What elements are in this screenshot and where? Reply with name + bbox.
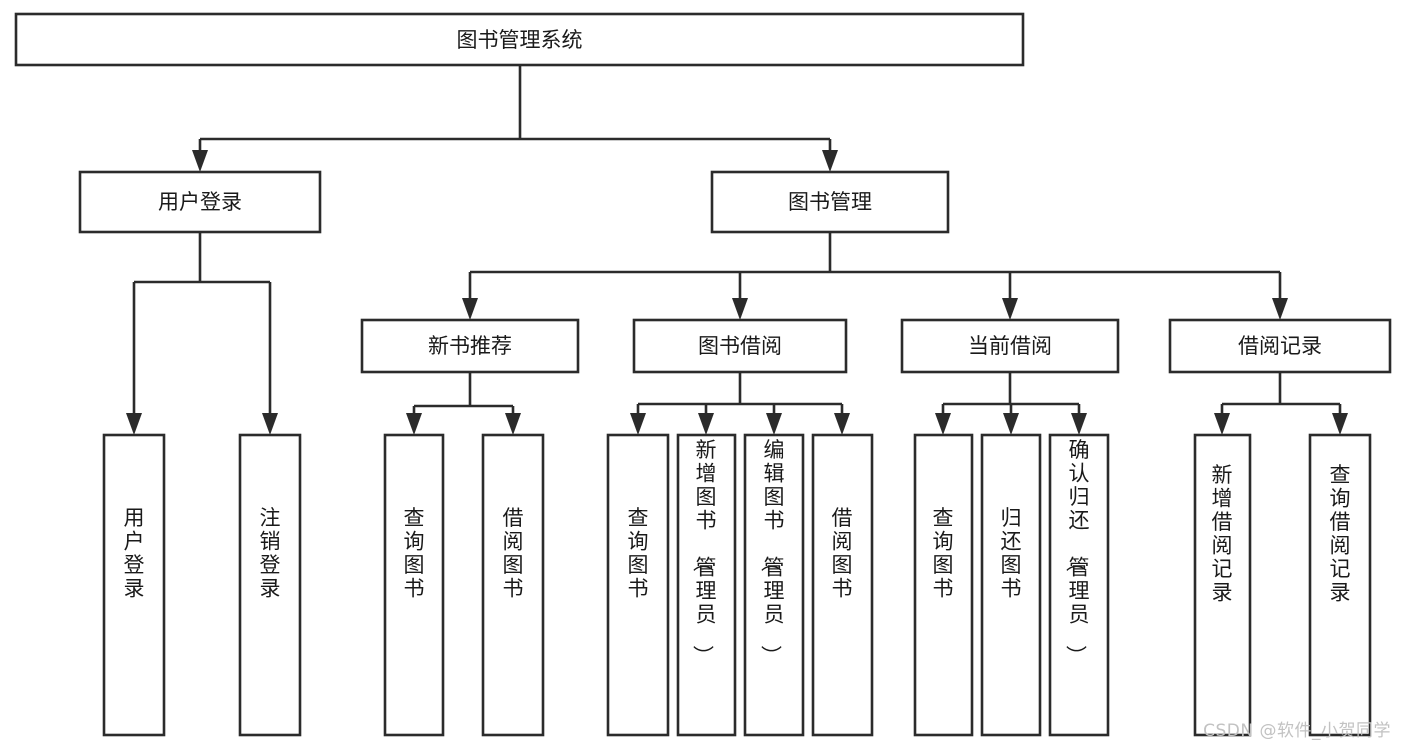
node-leaf-confirm-return-admin-label: 确认归还（管理员） bbox=[1064, 438, 1090, 666]
node-leaf-user-login-box[interactable] bbox=[102, 433, 166, 737]
node-leaf-return-book-label: 归还图书 bbox=[1001, 506, 1022, 601]
node-leaf-confirm-return-admin[interactable]: 确认归还（管理员） bbox=[1048, 433, 1110, 737]
node-leaf-borrow-book-borrow-label: 借阅图书 bbox=[832, 506, 853, 601]
edge-root-bus bbox=[198, 65, 832, 155]
arrow-to-leaf-confirm-return bbox=[1071, 413, 1087, 435]
node-current-borrow-label: 当前借阅 bbox=[968, 334, 1052, 358]
node-borrow-record-box[interactable] bbox=[1168, 318, 1392, 374]
node-new-book-recommend-label: 新书推荐 bbox=[428, 334, 512, 358]
node-leaf-user-login-label: 用户登录 bbox=[124, 506, 145, 601]
node-leaf-query-book-current-label: 查询图书 bbox=[933, 506, 954, 601]
node-leaf-query-book-current[interactable]: 查询图书 bbox=[913, 433, 974, 737]
arrow-to-leaf-borrow-book-2 bbox=[834, 413, 850, 435]
node-borrow-record[interactable]: 借阅记录 bbox=[1168, 318, 1392, 374]
node-leaf-edit-book-admin-label: 编辑图书（管理员） bbox=[759, 438, 785, 666]
arrow-to-leaf-query-book-3 bbox=[935, 413, 951, 435]
node-leaf-edit-book-admin[interactable]: 编辑图书（管理员） bbox=[743, 433, 805, 737]
node-book-borrow-box[interactable] bbox=[632, 318, 848, 374]
arrow-to-leaf-query-book-2 bbox=[630, 413, 646, 435]
node-user-login-box[interactable] bbox=[78, 170, 322, 234]
node-leaf-borrow-book-rec-box[interactable] bbox=[481, 433, 545, 737]
node-current-borrow[interactable]: 当前借阅 bbox=[900, 318, 1120, 374]
edge-current-borrow-bus bbox=[941, 372, 1081, 418]
node-leaf-add-book-admin[interactable]: 新增图书（管理员） bbox=[676, 433, 737, 737]
arrow-to-book-borrow bbox=[732, 298, 748, 320]
arrow-to-leaf-user-login bbox=[126, 413, 142, 435]
node-leaf-query-book-borrow-label: 查询图书 bbox=[628, 506, 649, 601]
arrow-to-current-borrow bbox=[1002, 298, 1018, 320]
node-leaf-logout-box[interactable] bbox=[238, 433, 302, 737]
arrow-to-leaf-add-book bbox=[698, 413, 714, 435]
node-leaf-query-borrow-record[interactable]: 查询借阅记录 bbox=[1308, 433, 1372, 737]
node-leaf-edit-book-admin-box[interactable] bbox=[743, 433, 805, 737]
node-leaf-borrow-book-rec[interactable]: 借阅图书 bbox=[481, 433, 545, 737]
node-leaf-borrow-book-borrow[interactable]: 借阅图书 bbox=[811, 433, 874, 737]
arrow-to-new-book-rec bbox=[462, 298, 478, 320]
node-leaf-query-borrow-record-label: 查询借阅记录 bbox=[1330, 463, 1351, 605]
node-new-book-recommend-box[interactable] bbox=[360, 318, 580, 374]
node-user-login[interactable]: 用户登录 bbox=[78, 170, 322, 234]
arrow-to-leaf-return-book bbox=[1003, 413, 1019, 435]
node-new-book-recommend[interactable]: 新书推荐 bbox=[360, 318, 580, 374]
arrow-to-leaf-query-book-1 bbox=[406, 413, 422, 435]
node-leaf-return-book-box[interactable] bbox=[980, 433, 1042, 737]
node-leaf-borrow-book-borrow-box[interactable] bbox=[811, 433, 874, 737]
edge-user-login-bus bbox=[132, 232, 272, 418]
node-leaf-logout[interactable]: 注销登录 bbox=[238, 433, 302, 737]
edge-borrow-record-bus bbox=[1220, 372, 1342, 418]
node-leaf-add-book-admin-label: 新增图书（管理员） bbox=[691, 438, 717, 666]
node-leaf-user-login[interactable]: 用户登录 bbox=[102, 433, 166, 737]
node-leaf-query-book-borrow[interactable]: 查询图书 bbox=[606, 433, 670, 737]
arrow-to-borrow-record bbox=[1272, 298, 1288, 320]
node-leaf-logout-label: 注销登录 bbox=[260, 506, 281, 601]
arrow-to-leaf-borrow-book-1 bbox=[505, 413, 521, 435]
csdn-watermark: CSDN @软件_小贺同学 bbox=[1203, 721, 1391, 741]
arrow-to-leaf-add-record bbox=[1214, 413, 1230, 435]
arrow-to-leaf-query-record bbox=[1332, 413, 1348, 435]
node-leaf-return-book[interactable]: 归还图书 bbox=[980, 433, 1042, 737]
node-leaf-query-book-rec-box[interactable] bbox=[383, 433, 445, 737]
node-user-login-label: 用户登录 bbox=[158, 190, 242, 214]
node-book-borrow[interactable]: 图书借阅 bbox=[632, 318, 848, 374]
arrow-to-leaf-logout bbox=[262, 413, 278, 435]
node-root-system[interactable]: 图书管理系统 bbox=[14, 12, 1025, 67]
node-leaf-borrow-book-rec-label: 借阅图书 bbox=[503, 506, 524, 601]
node-book-manage-box[interactable] bbox=[710, 170, 950, 234]
arrow-to-book-manage bbox=[822, 150, 838, 172]
node-borrow-record-label: 借阅记录 bbox=[1238, 334, 1322, 358]
node-leaf-add-borrow-record[interactable]: 新增借阅记录 bbox=[1193, 433, 1252, 737]
node-current-borrow-box[interactable] bbox=[900, 318, 1120, 374]
node-leaf-query-book-current-box[interactable] bbox=[913, 433, 974, 737]
node-root-system-label: 图书管理系统 bbox=[457, 28, 583, 52]
node-book-manage-label: 图书管理 bbox=[788, 190, 872, 214]
node-root-system-box[interactable] bbox=[14, 12, 1025, 67]
node-leaf-add-book-admin-box[interactable] bbox=[676, 433, 737, 737]
node-book-manage[interactable]: 图书管理 bbox=[710, 170, 950, 234]
node-leaf-add-borrow-record-box[interactable] bbox=[1193, 433, 1252, 737]
arrow-to-leaf-edit-book bbox=[766, 413, 782, 435]
node-leaf-query-book-borrow-box[interactable] bbox=[606, 433, 670, 737]
node-book-borrow-label: 图书借阅 bbox=[698, 334, 782, 358]
node-leaf-confirm-return-admin-box[interactable] bbox=[1048, 433, 1110, 737]
edge-book-borrow-bus bbox=[636, 372, 844, 418]
node-leaf-add-borrow-record-label: 新增借阅记录 bbox=[1212, 463, 1233, 605]
connector-layer bbox=[126, 65, 1348, 435]
edge-book-manage-bus bbox=[468, 232, 1282, 303]
node-leaf-query-book-rec[interactable]: 查询图书 bbox=[383, 433, 445, 737]
edge-new-book-rec-bus bbox=[412, 372, 515, 418]
arrow-to-user-login bbox=[192, 150, 208, 172]
node-leaf-query-borrow-record-box[interactable] bbox=[1308, 433, 1372, 737]
node-leaf-query-book-rec-label: 查询图书 bbox=[404, 506, 425, 601]
